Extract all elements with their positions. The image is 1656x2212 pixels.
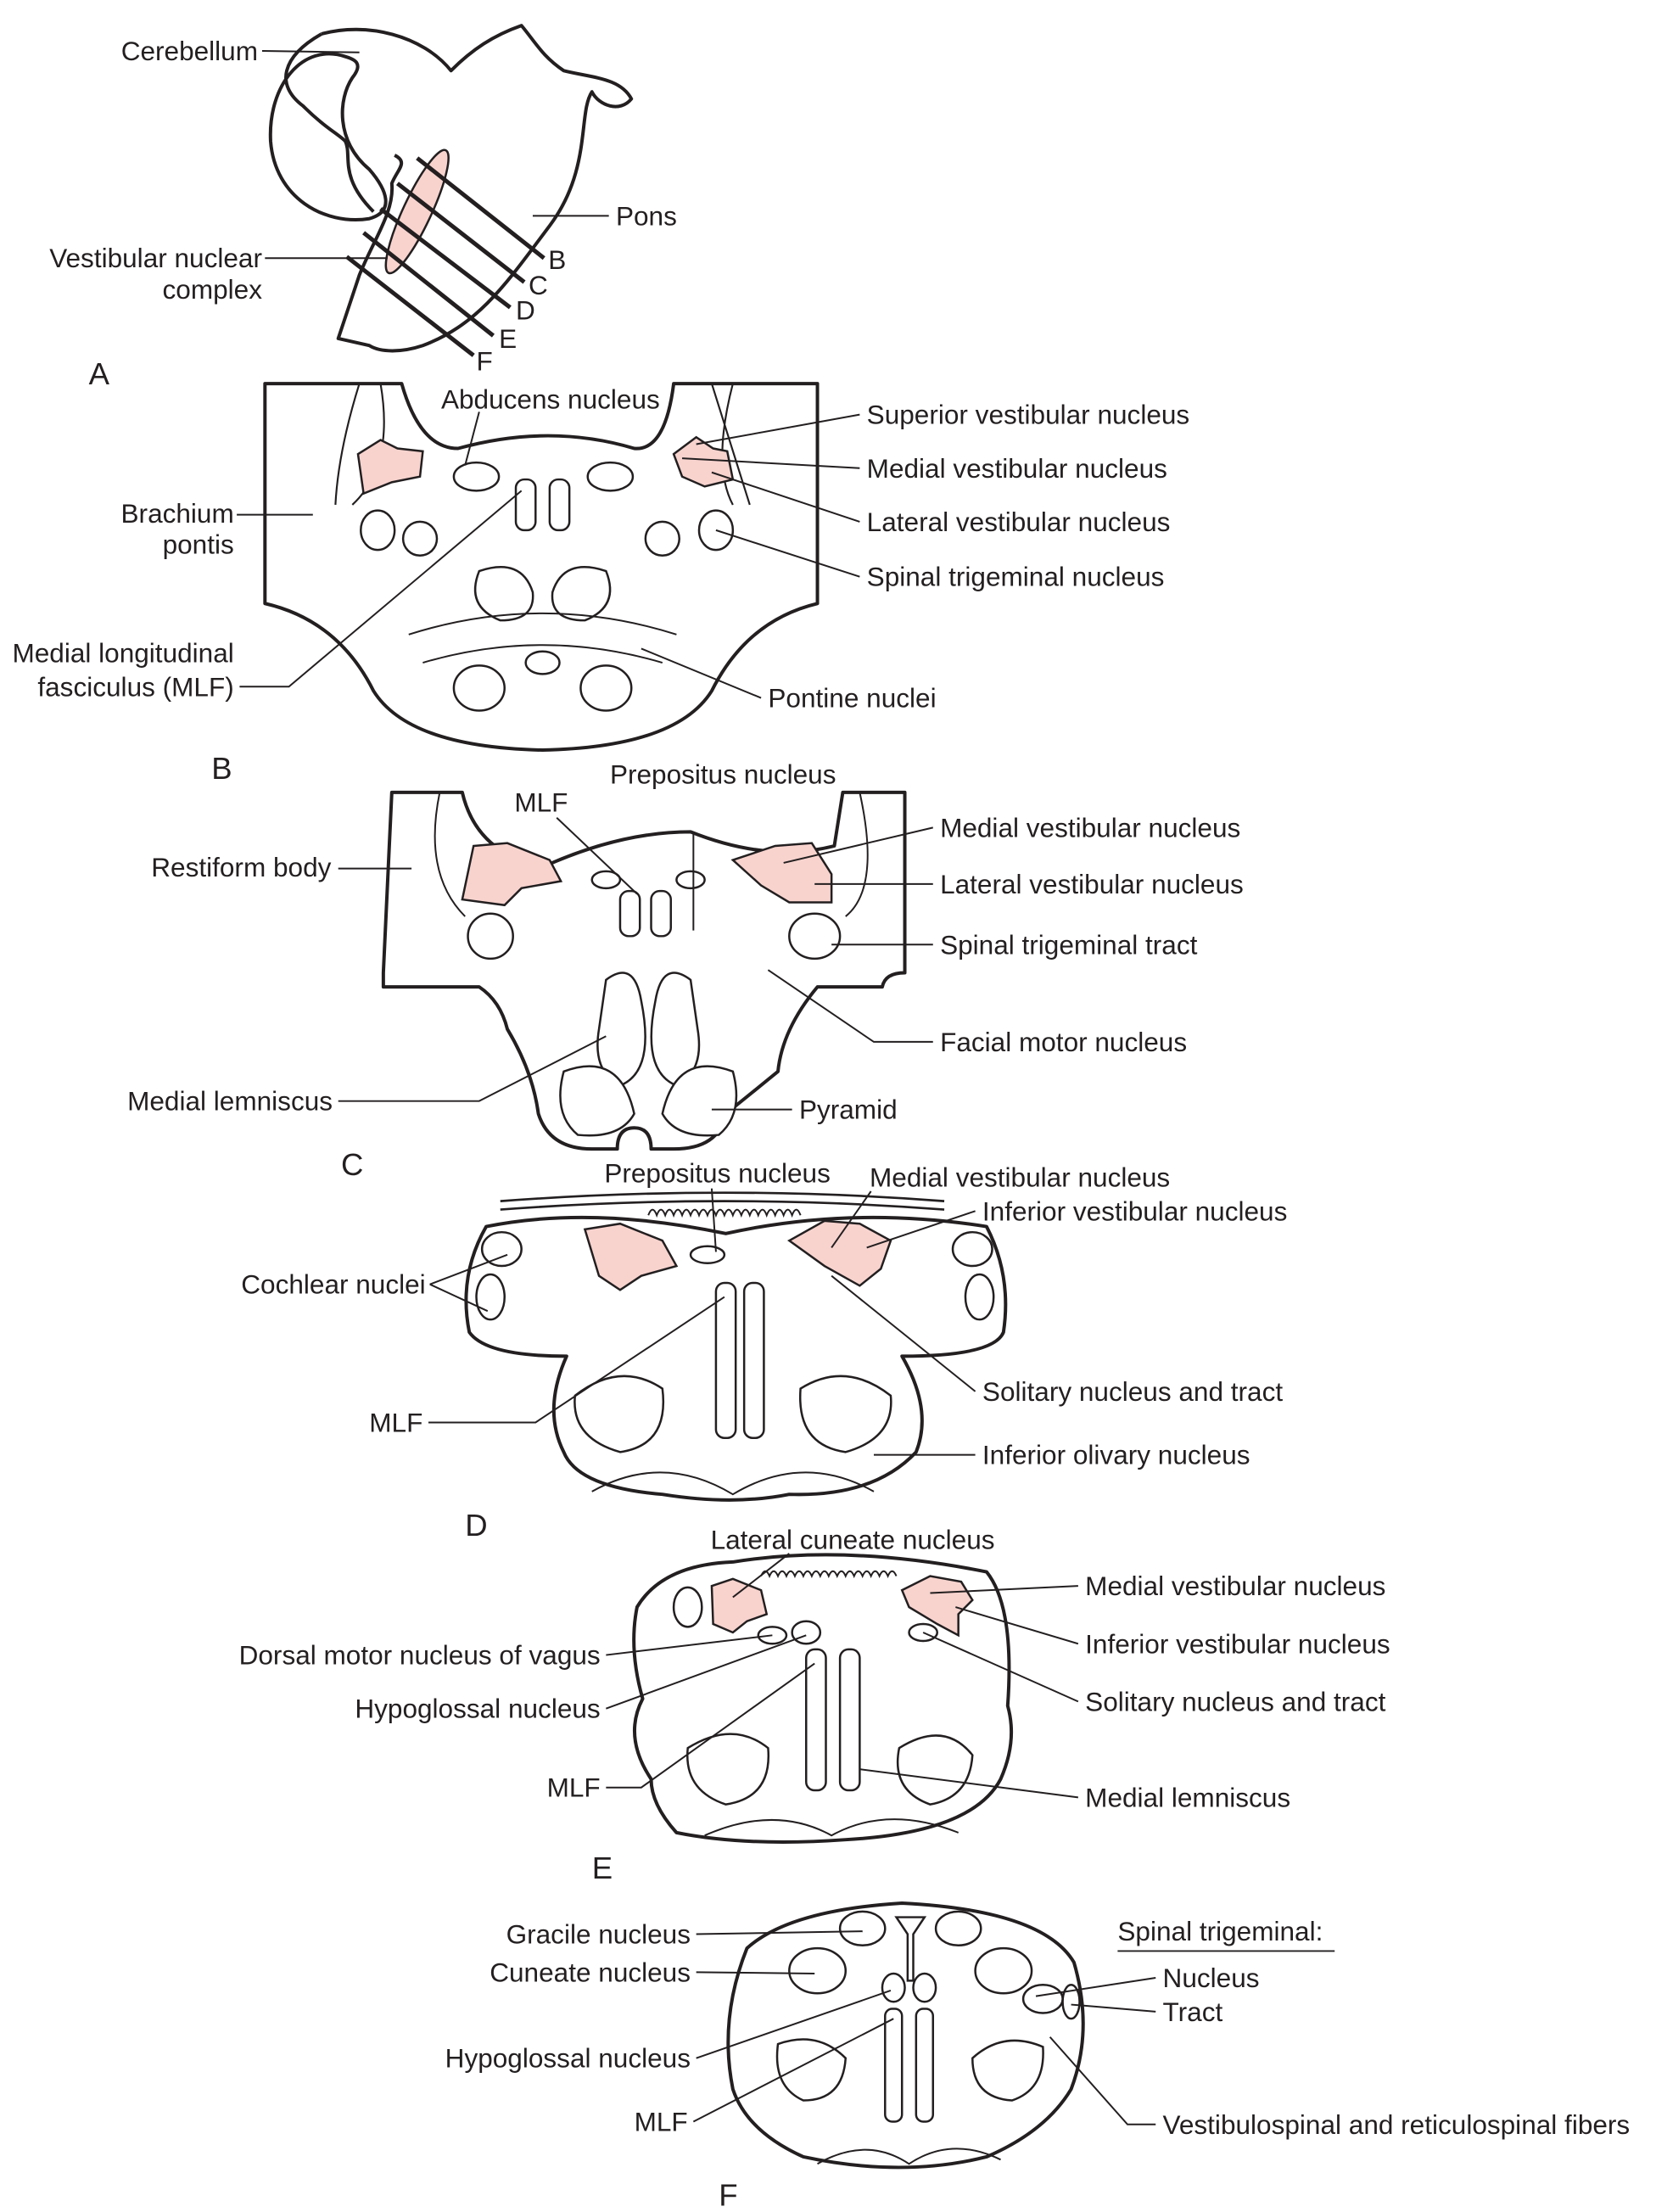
label-lateral-vestibular: Lateral vestibular nucleus	[867, 507, 1171, 537]
vestibular-nuclei-right	[900, 1575, 974, 1638]
label-dorsal-motor-nucleus-vagus: Dorsal motor nucleus of vagus	[239, 1640, 601, 1671]
label-medial-vestibular: Medial vestibular nucleus	[1085, 1571, 1385, 1601]
label-brachium-1: Brachium	[121, 498, 234, 529]
label-prepositus-nucleus: Prepositus nucleus	[604, 1157, 831, 1188]
cut-label-e: E	[499, 323, 517, 354]
panel-f: Gracile nucleus Cuneate nucleus Hypoglos…	[445, 1901, 1631, 2212]
label-mlf: MLF	[514, 787, 568, 817]
panel-letter-e: E	[592, 1851, 613, 1885]
label-spinal-trigeminal-tract: Spinal trigeminal tract	[940, 929, 1198, 960]
panel-letter-d: D	[465, 1508, 487, 1543]
label-pyramid: Pyramid	[799, 1095, 898, 1125]
panel-letter-a: A	[89, 356, 110, 391]
vestibular-nuclei-right	[730, 842, 833, 904]
label-cerebellum: Cerebellum	[121, 36, 258, 66]
label-spinal-trigeminal-tract: Tract	[1163, 1996, 1223, 2027]
label-mlf: MLF	[635, 2106, 688, 2136]
label-hypoglossal-nucleus: Hypoglossal nucleus	[355, 1694, 600, 1724]
label-mlf-1: Medial longitudinal	[12, 637, 233, 668]
label-vestibular-complex-1: Vestibular nuclear	[49, 243, 262, 273]
label-prepositus-nucleus: Prepositus nucleus	[610, 759, 836, 789]
vestibular-nuclei-left	[710, 1577, 769, 1634]
medulla-section-f-outline	[726, 1901, 1085, 2170]
label-vestibular-complex-2: complex	[163, 274, 263, 305]
pons-section-outline	[263, 382, 820, 753]
panel-b: Abducens nucleus Superior vestibular nuc…	[12, 382, 1190, 786]
label-facial-motor-nucleus: Facial motor nucleus	[940, 1027, 1187, 1057]
panel-a: Cerebellum Pons Vestibular nuclear compl…	[49, 24, 677, 391]
label-pons: Pons	[616, 200, 677, 231]
label-abducens-nucleus: Abducens nucleus	[441, 384, 660, 414]
panel-letter-f: F	[719, 2177, 737, 2212]
label-lateral-vestibular: Lateral vestibular nucleus	[940, 869, 1244, 899]
label-medial-lemniscus: Medial lemniscus	[127, 1086, 333, 1117]
label-cochlear-nuclei: Cochlear nuclei	[241, 1269, 425, 1300]
label-inferior-vestibular: Inferior vestibular nucleus	[982, 1196, 1287, 1226]
vestibular-nuclei-right	[672, 435, 735, 488]
panel-c: Prepositus nucleus MLF Restiform body Me…	[127, 759, 1244, 1182]
label-inferior-vestibular: Inferior vestibular nucleus	[1085, 1628, 1390, 1659]
medulla-section-e-outline	[632, 1553, 1014, 1844]
panel-letter-b: B	[211, 751, 232, 786]
panel-letter-c: C	[341, 1147, 363, 1182]
medulla-section-d-outline	[464, 1215, 1008, 1502]
label-gracile-nucleus: Gracile nucleus	[506, 1919, 691, 1950]
label-brachium-2: pontis	[163, 529, 234, 559]
label-medial-lemniscus: Medial lemniscus	[1085, 1782, 1290, 1812]
label-mlf: MLF	[369, 1407, 422, 1437]
cut-label-c: C	[529, 270, 548, 300]
medulla-section-c-outline	[381, 790, 907, 1151]
label-lateral-cuneate-nucleus: Lateral cuneate nucleus	[711, 1524, 995, 1554]
label-medial-vestibular: Medial vestibular nucleus	[940, 812, 1240, 843]
label-superior-vestibular: Superior vestibular nucleus	[867, 400, 1190, 430]
panel-e: Lateral cuneate nucleus Medial vestibula…	[239, 1524, 1390, 1885]
panel-d: Prepositus nucleus Medial vestibular nuc…	[241, 1157, 1287, 1543]
label-spinal-trigeminal-heading: Spinal trigeminal:	[1117, 1916, 1323, 1946]
label-inferior-olivary-nucleus: Inferior olivary nucleus	[982, 1440, 1250, 1470]
cerebellum-outline	[268, 52, 388, 221]
label-hypoglossal-nucleus: Hypoglossal nucleus	[445, 2043, 691, 2074]
label-mlf: MLF	[547, 1772, 601, 1803]
brainstem-outline	[321, 24, 634, 353]
label-vestibulospinal-reticulospinal-fibers: Vestibulospinal and reticulospinal fiber…	[1163, 2109, 1631, 2140]
label-medial-vestibular: Medial vestibular nucleus	[867, 453, 1167, 484]
vestibular-complex-region	[384, 148, 450, 275]
label-solitary-nucleus: Solitary nucleus and tract	[982, 1376, 1283, 1407]
label-restiform-body: Restiform body	[151, 852, 331, 882]
vestibular-nuclei-right	[786, 1219, 892, 1287]
vestibular-nuclei-left	[356, 439, 424, 496]
label-spinal-trigeminal-nucleus: Spinal trigeminal nucleus	[867, 562, 1165, 592]
vestibular-nuclei-left	[583, 1222, 679, 1291]
cut-label-d: D	[516, 295, 535, 326]
label-pontine-nuclei: Pontine nuclei	[768, 683, 936, 714]
cut-label-b: B	[548, 244, 566, 275]
label-medial-vestibular: Medial vestibular nucleus	[870, 1162, 1170, 1192]
label-cuneate-nucleus: Cuneate nucleus	[490, 1957, 691, 1987]
label-solitary-nucleus: Solitary nucleus and tract	[1085, 1686, 1385, 1716]
cut-label-f: F	[477, 346, 493, 377]
cerebellum-fold	[284, 32, 375, 213]
vestibular-nuclei-left	[461, 842, 563, 907]
label-mlf-2: fasciculus (MLF)	[37, 671, 233, 702]
label-spinal-trigeminal-nucleus: Nucleus	[1163, 1963, 1260, 1993]
